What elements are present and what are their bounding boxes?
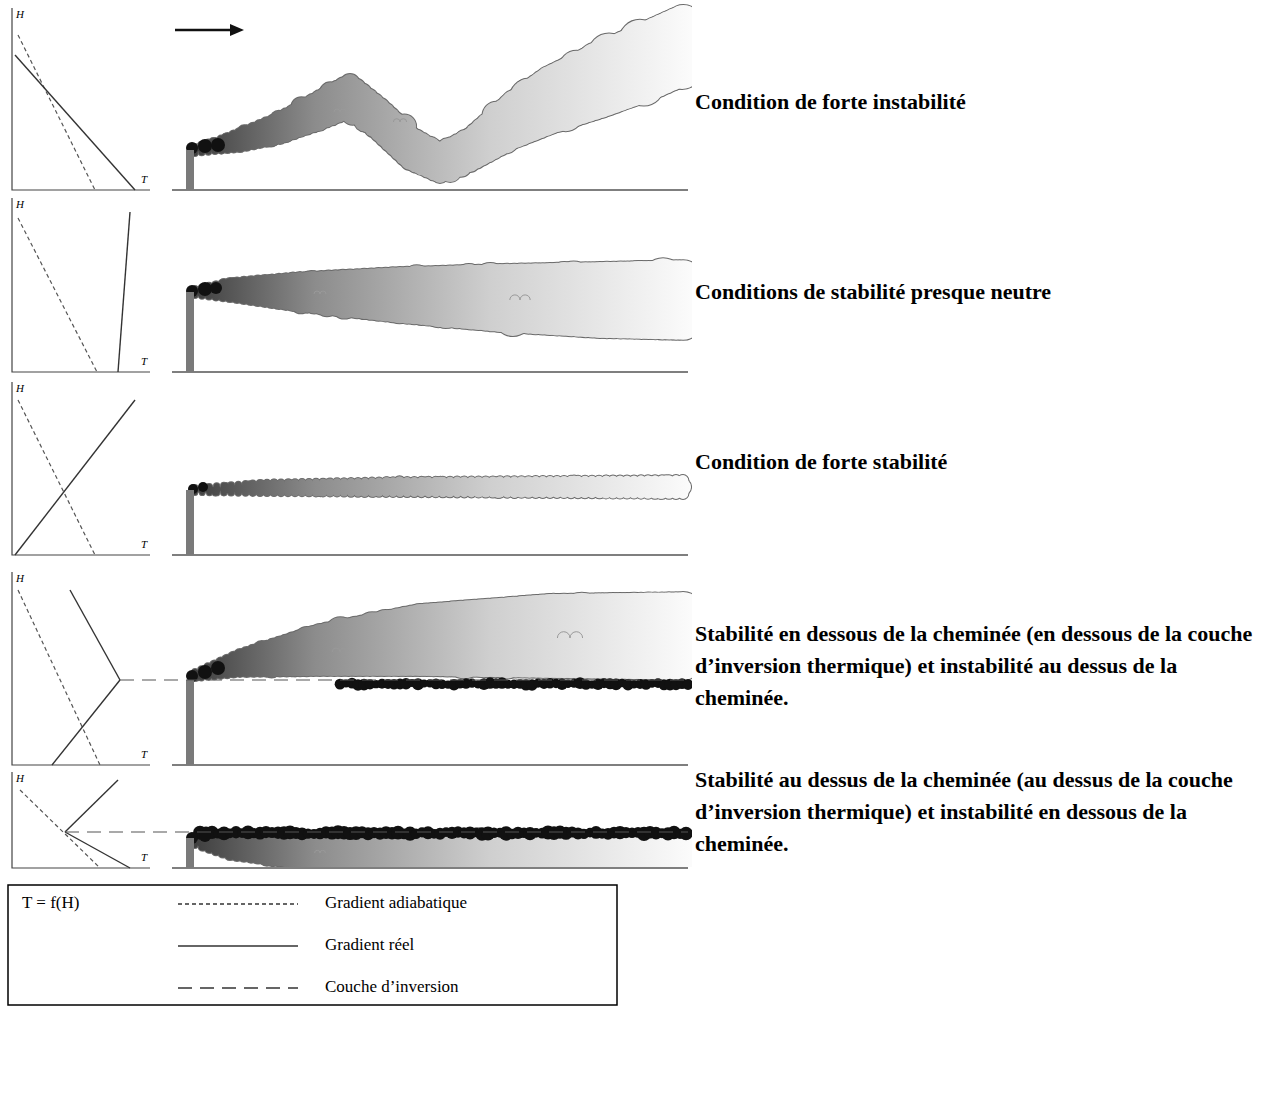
ground-line	[172, 371, 688, 373]
plume-puff	[228, 482, 234, 488]
axis-lines	[12, 8, 150, 190]
smoke-plume	[188, 475, 691, 499]
plume-puff	[665, 260, 692, 296]
ground-line	[172, 189, 688, 191]
plume-puff	[665, 304, 692, 340]
plume-puff-outline	[214, 490, 219, 495]
plume-puff-outline	[228, 482, 234, 488]
plume-puff-outline	[678, 475, 689, 486]
smoke-plume	[186, 5, 692, 183]
real-gradient-line	[15, 400, 135, 555]
plume-curl	[393, 119, 406, 122]
plume-puff	[678, 488, 689, 499]
adiabatic-gradient-line	[18, 590, 100, 765]
stability-row	[12, 5, 720, 190]
plume-puff-outline	[678, 488, 689, 499]
plume-curl	[334, 109, 346, 112]
real-gradient-line	[118, 212, 130, 372]
plume-puff-outline	[235, 489, 241, 495]
adiabatic-gradient-line	[18, 35, 95, 190]
smoke-plume	[186, 592, 692, 691]
plume-curl	[314, 291, 326, 294]
plume-puff	[235, 489, 241, 495]
plume-puff	[207, 490, 212, 495]
plume-puff	[678, 475, 689, 486]
real-gradient-line	[52, 680, 120, 765]
dark-smoke-exit	[198, 139, 212, 153]
dark-smoke-exit	[210, 282, 222, 294]
plume-puff	[665, 49, 692, 85]
plume-puff	[214, 490, 219, 495]
axis-lines	[12, 382, 150, 555]
adiabatic-gradient-line	[18, 218, 97, 372]
real-gradient-line	[70, 590, 120, 680]
real-gradient-line	[15, 55, 135, 190]
dark-smoke-exit	[198, 482, 208, 492]
plume-puff	[228, 490, 234, 496]
adiabatic-gradient-line	[18, 400, 95, 555]
smoke-plume	[186, 258, 692, 340]
plume-puff	[665, 5, 692, 41]
chimney	[186, 150, 194, 190]
plume-puff	[214, 483, 219, 488]
plume-puff-outline	[207, 490, 212, 495]
stability-row	[12, 572, 723, 765]
chimney	[186, 292, 194, 372]
dark-smoke-exit	[211, 138, 225, 152]
axis-lines	[12, 572, 150, 765]
plume-puff-outline	[228, 490, 234, 496]
plume-puff-outline	[235, 482, 241, 488]
chimney	[186, 490, 194, 555]
dark-smoke-exit	[198, 282, 212, 296]
stability-row	[12, 198, 722, 372]
plume-curl	[510, 295, 530, 300]
axis-lines	[12, 198, 150, 372]
plume-puff-outline	[214, 483, 219, 488]
ground-line	[172, 764, 688, 766]
stability-row	[12, 382, 691, 555]
ground-line	[172, 554, 688, 556]
plume-puff	[235, 482, 241, 488]
